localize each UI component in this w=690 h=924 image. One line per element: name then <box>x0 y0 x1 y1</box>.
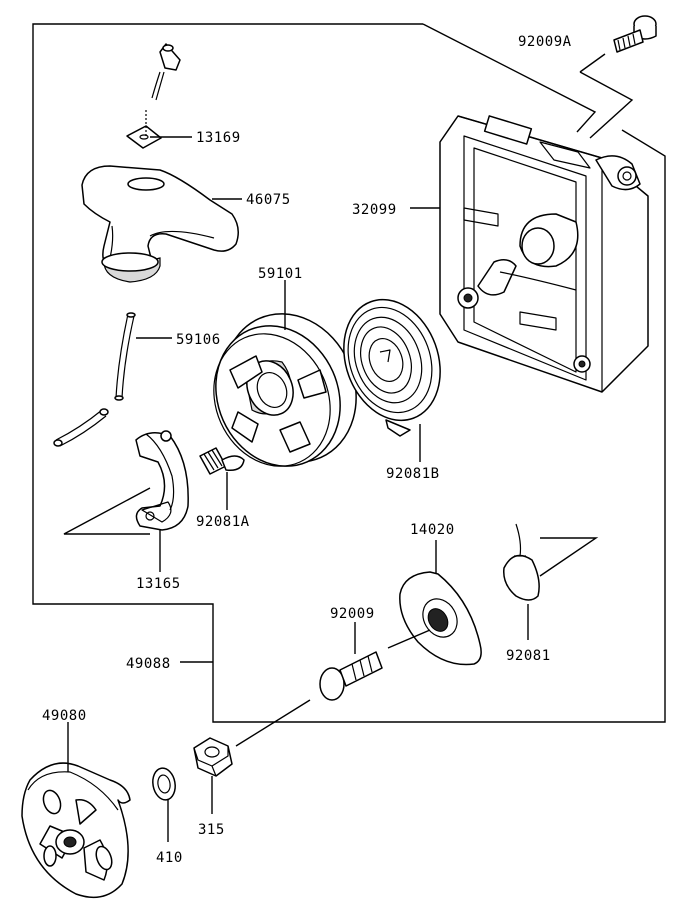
label-59101: 59101 <box>258 266 303 282</box>
part-92081b-spring[interactable] <box>328 286 457 462</box>
part-92081-clip[interactable] <box>503 523 599 640</box>
label-13165: 13165 <box>136 576 181 592</box>
part-410-washer[interactable] <box>150 766 177 842</box>
part-92081a-spring[interactable] <box>199 447 245 510</box>
label-410: 410 <box>156 850 183 866</box>
label-92081: 92081 <box>506 648 551 664</box>
label-92081b: 92081B <box>386 466 440 482</box>
label-92009a: 92009A <box>518 34 572 50</box>
part-59101-reel[interactable] <box>193 280 379 486</box>
label-315: 315 <box>198 822 225 838</box>
part-59106-rope[interactable] <box>53 312 172 447</box>
part-92009-bolt[interactable] <box>319 622 431 701</box>
part-315-nut[interactable] <box>193 699 311 814</box>
part-49080-starter-cup[interactable] <box>21 722 131 899</box>
label-46075: 46075 <box>246 192 291 208</box>
part-13165-pawl[interactable] <box>63 430 189 572</box>
label-92081a: 92081A <box>196 514 250 530</box>
part-32099-starter-case[interactable] <box>410 115 649 393</box>
part-13169-retainer[interactable] <box>126 43 181 149</box>
label-49088: 49088 <box>126 656 171 672</box>
label-13169: 13169 <box>196 130 241 146</box>
label-32099: 32099 <box>352 202 397 218</box>
part-92009a-bolt[interactable] <box>579 15 657 139</box>
part-46075-handle[interactable] <box>81 165 239 283</box>
part-14020-plate[interactable] <box>399 540 482 666</box>
label-59106: 59106 <box>176 332 221 348</box>
label-49080: 49080 <box>42 708 87 724</box>
label-14020: 14020 <box>410 522 455 538</box>
assembly-boundary <box>32 23 666 723</box>
label-92009: 92009 <box>330 606 375 622</box>
